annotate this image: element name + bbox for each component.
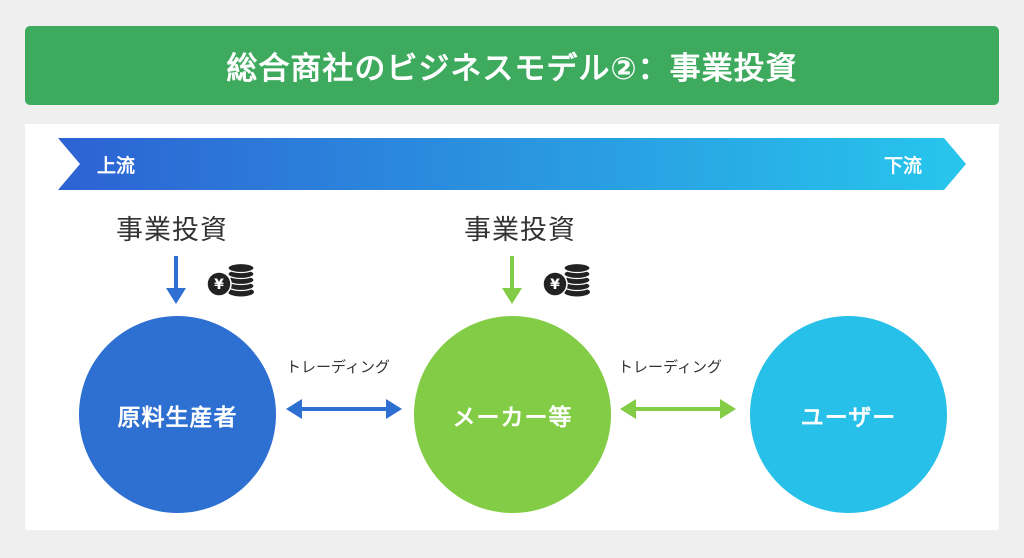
double-arrow-icon bbox=[286, 399, 402, 419]
upstream-label: 上流 bbox=[97, 155, 136, 177]
node-label-producer: 原料生産者 bbox=[117, 404, 238, 431]
node-label-user: ユーザー bbox=[800, 404, 897, 431]
node-user: ユーザー bbox=[750, 316, 947, 513]
yen-coin-stack-icon: ¥ bbox=[206, 262, 255, 297]
node-label-maker: メーカー等 bbox=[452, 404, 573, 431]
svg-text:¥: ¥ bbox=[214, 277, 224, 293]
node-raw-material-producer: 原料生産者 bbox=[79, 316, 276, 513]
arrow-down-icon bbox=[166, 256, 186, 304]
trading-label-1: トレーディング bbox=[286, 358, 390, 376]
node-maker: メーカー等 bbox=[414, 316, 611, 513]
trading-label-2: トレーディング bbox=[618, 358, 722, 376]
yen-coin-stack-icon: ¥ bbox=[542, 262, 591, 297]
downstream-label: 下流 bbox=[884, 155, 923, 177]
page-title: 総合商社のビジネスモデル②：事業投資 bbox=[226, 51, 798, 87]
investment-label-producer: 事業投資 bbox=[116, 215, 228, 246]
svg-text:¥: ¥ bbox=[550, 277, 560, 293]
value-chain-flow-arrow bbox=[58, 138, 966, 190]
title-banner: 総合商社のビジネスモデル②：事業投資 bbox=[25, 26, 999, 105]
investment-label-maker: 事業投資 bbox=[464, 215, 576, 246]
arrow-down-icon bbox=[502, 256, 522, 304]
double-arrow-icon bbox=[620, 399, 736, 419]
